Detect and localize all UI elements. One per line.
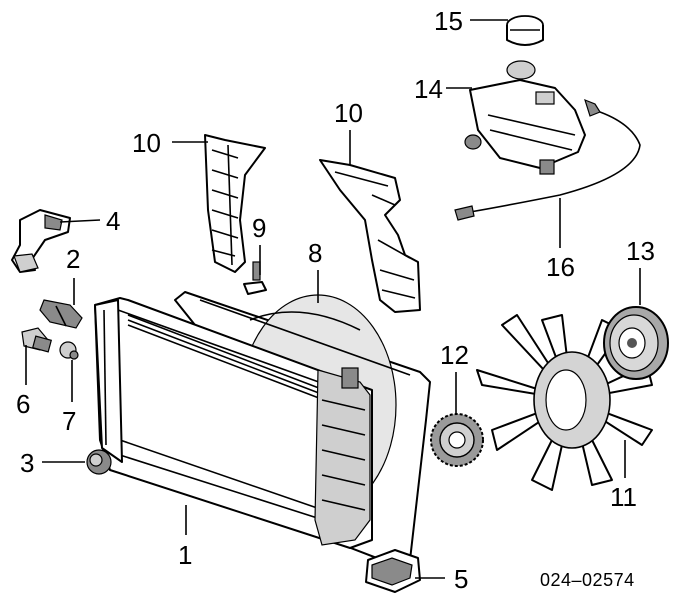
callout-1: 1 <box>178 540 192 570</box>
callout-16: 16 <box>546 252 575 282</box>
leader-lines <box>25 19 641 579</box>
callout-11: 11 <box>610 482 637 512</box>
callout-4: 4 <box>106 206 120 236</box>
air-duct-left-part <box>204 134 266 273</box>
callout-6: 6 <box>16 389 30 419</box>
temp-sensor-part <box>243 261 267 295</box>
callout-10-left: 10 <box>132 128 161 158</box>
expansion-tank-part <box>464 60 586 175</box>
callout-12: 12 <box>440 340 469 370</box>
fan-clutch-part <box>430 413 484 467</box>
callout-8: 8 <box>308 238 322 268</box>
diagram-part-number: 024–02574 <box>540 570 635 590</box>
fan-switch-part <box>21 327 53 353</box>
callout-2: 2 <box>66 244 80 274</box>
callout-13: 13 <box>626 236 655 266</box>
callout-14: 14 <box>414 74 443 104</box>
callout-9: 9 <box>252 213 266 243</box>
callout-7: 7 <box>62 406 76 436</box>
callout-10-right: 10 <box>334 98 363 128</box>
rubber-mount-part <box>86 449 112 475</box>
pulley-part <box>603 306 669 380</box>
callout-5: 5 <box>454 564 468 594</box>
bleed-screw-part <box>59 341 79 360</box>
air-duct-right-part <box>319 159 421 313</box>
expansion-tank-cap-part <box>506 15 544 46</box>
bracket-part <box>11 209 71 273</box>
lower-mount-part <box>365 549 421 593</box>
radiator-part <box>94 297 373 549</box>
callout-3: 3 <box>20 448 34 478</box>
drain-plug-part <box>39 299 83 329</box>
fan-blade-part <box>476 314 653 491</box>
callout-labels: 1 2 3 4 5 6 7 8 9 10 10 11 12 13 14 15 1… <box>16 6 655 594</box>
level-sensor-part <box>454 98 641 221</box>
callout-15: 15 <box>434 6 463 36</box>
